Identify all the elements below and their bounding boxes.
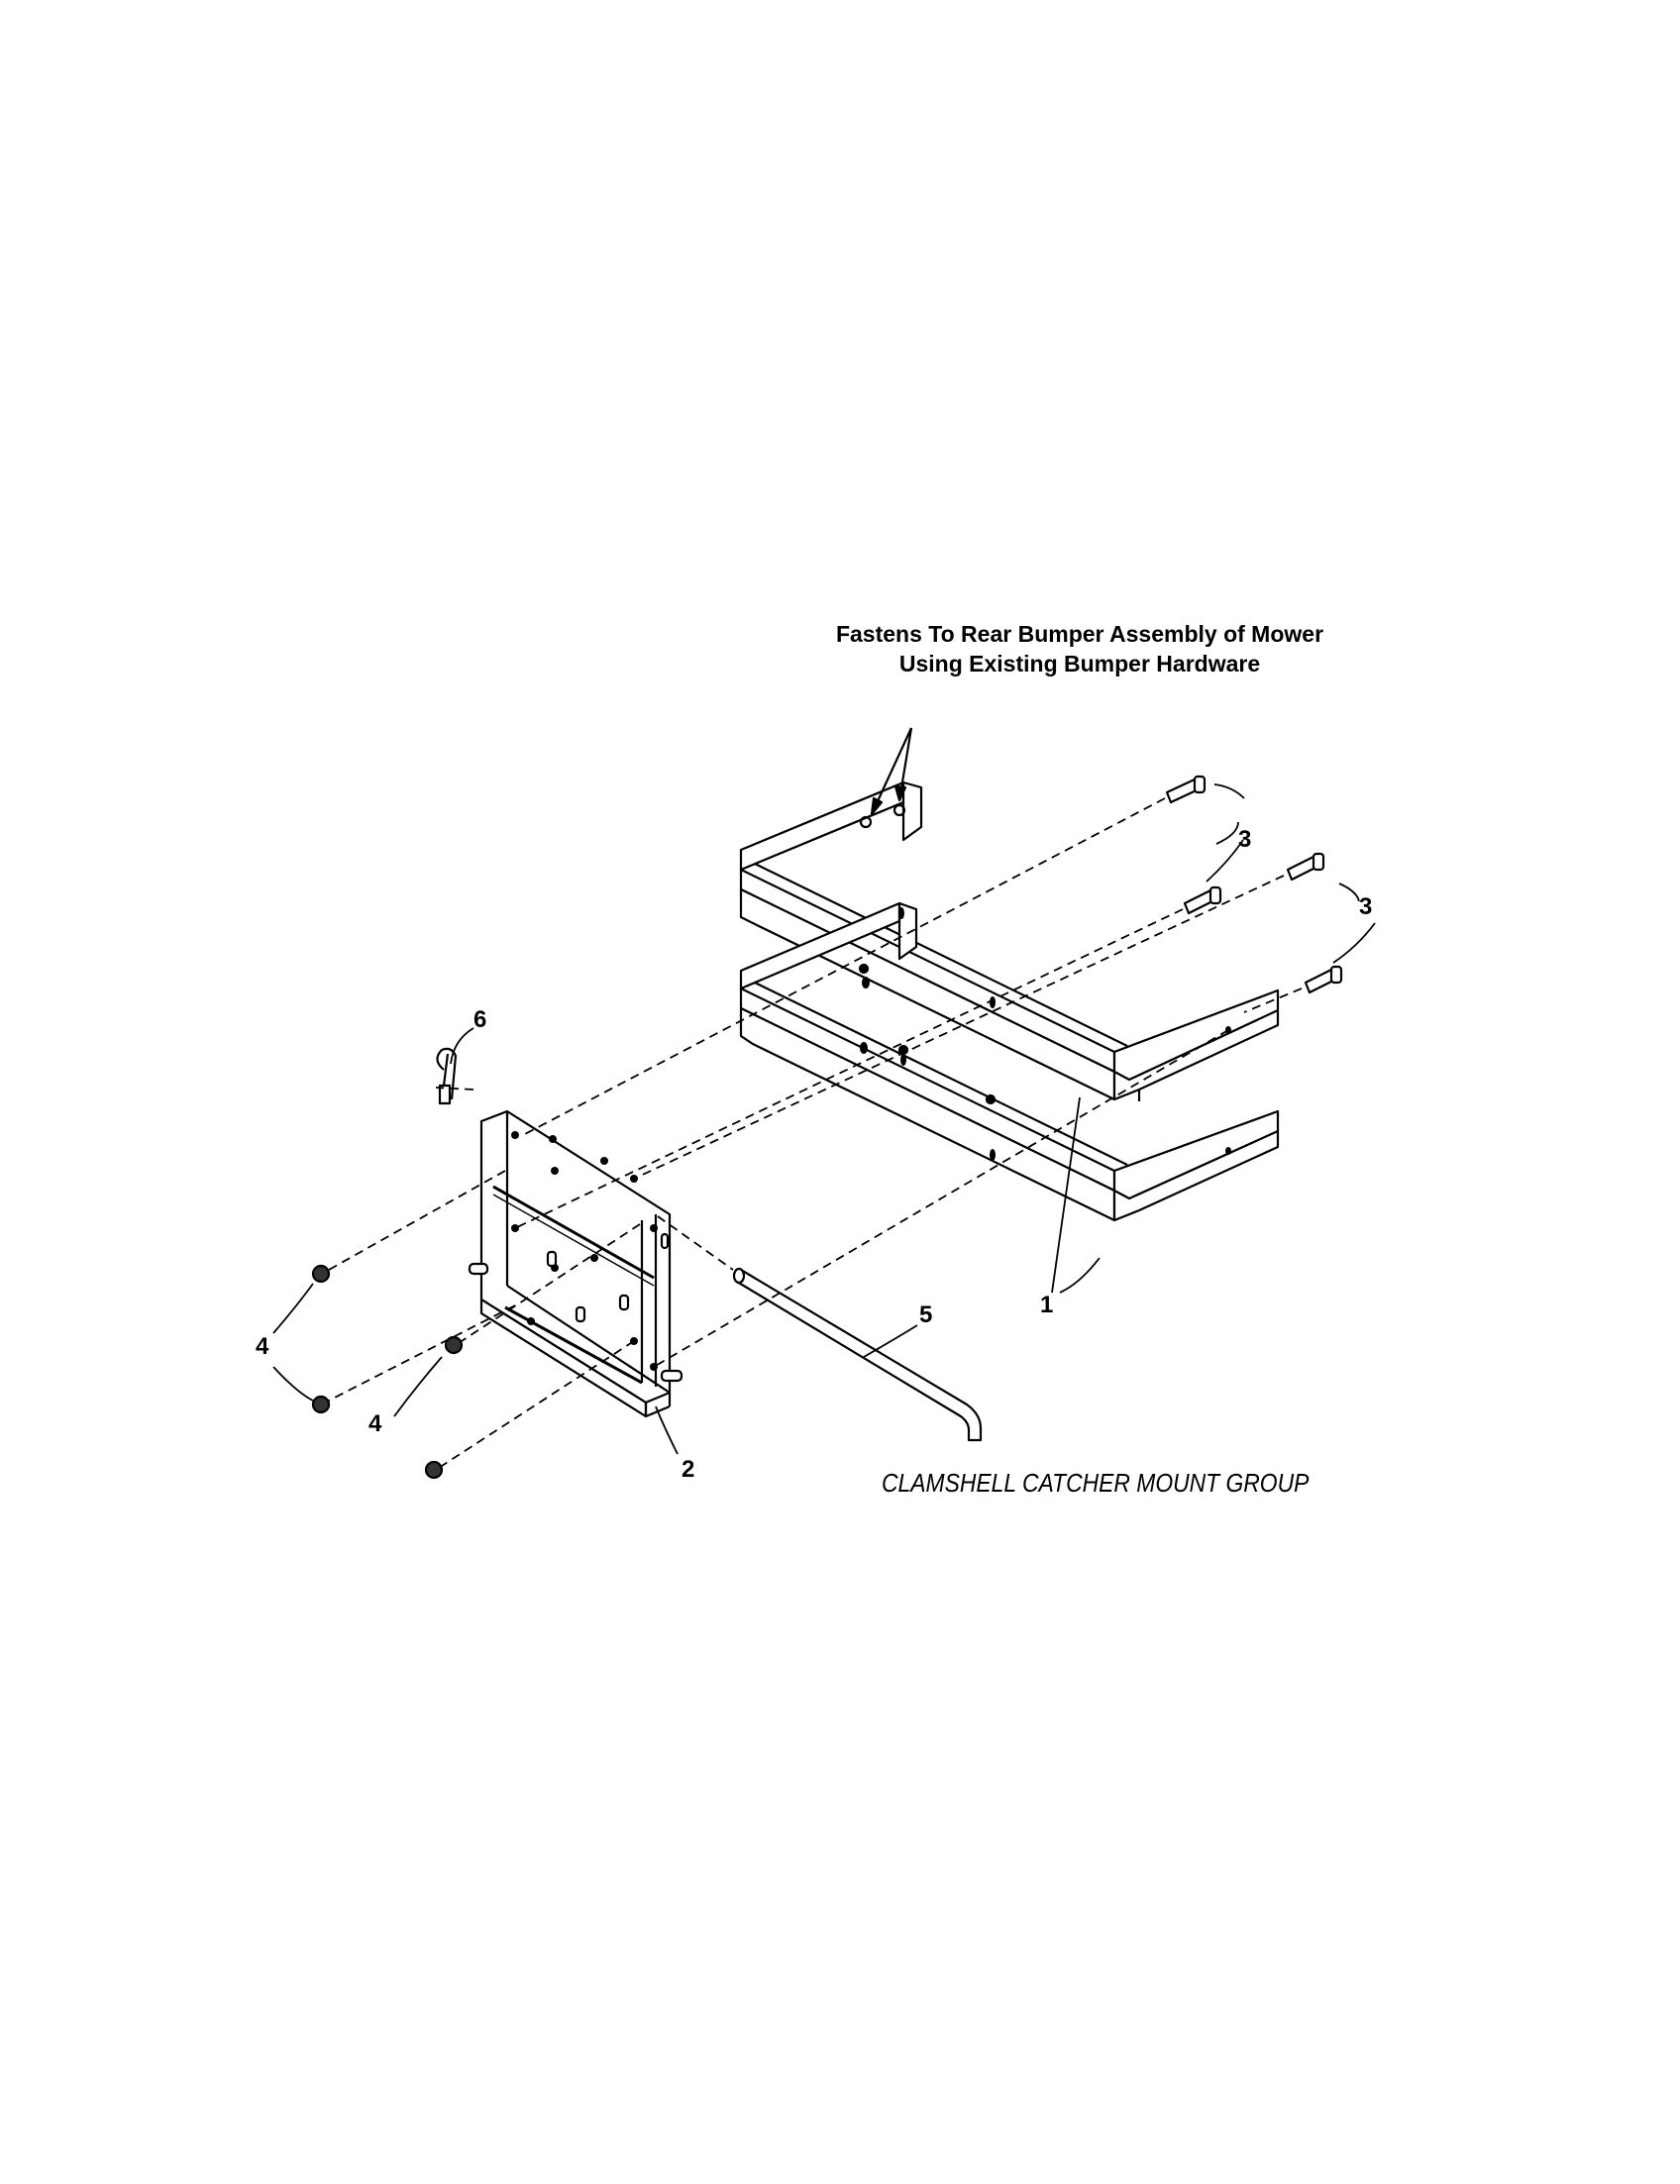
callout-bracket: 1 [1040, 1292, 1054, 1318]
lock-nut-4 [424, 1460, 444, 1480]
hair-pin [436, 1047, 458, 1105]
mounting-note-line2: Using Existing Bumper Hardware [898, 651, 1261, 676]
callout-rod: 5 [919, 1301, 933, 1328]
lock-nut-2 [311, 1395, 331, 1414]
hitch-rod [732, 1267, 983, 1442]
mounting-note: Fastens To Rear Bumper Assembly of Mower… [822, 619, 1337, 678]
callout-bolt-a: 3 [1238, 826, 1252, 853]
callout-pin: 6 [473, 1006, 487, 1033]
callout-nut-b: 4 [368, 1410, 382, 1437]
hex-bolt-upper [1165, 775, 1207, 804]
callout-bolt-b: 3 [1359, 893, 1373, 920]
mount-plate [468, 1109, 683, 1418]
hex-bolt-right [1286, 852, 1325, 882]
hex-bolt-mid [1183, 885, 1222, 915]
bumper-bracket-lower [739, 901, 1280, 1222]
mounting-note-line1: Fastens To Rear Bumper Assembly of Mower [835, 621, 1324, 647]
hex-bolt-lower [1304, 965, 1343, 994]
diagram-caption: CLAMSHELL CATCHER MOUNT GROUP [882, 1468, 1310, 1498]
lock-nut-1 [311, 1264, 331, 1284]
callout-plate: 2 [682, 1456, 695, 1483]
callout-nut-a: 4 [256, 1333, 269, 1360]
lock-nut-3 [444, 1335, 464, 1355]
